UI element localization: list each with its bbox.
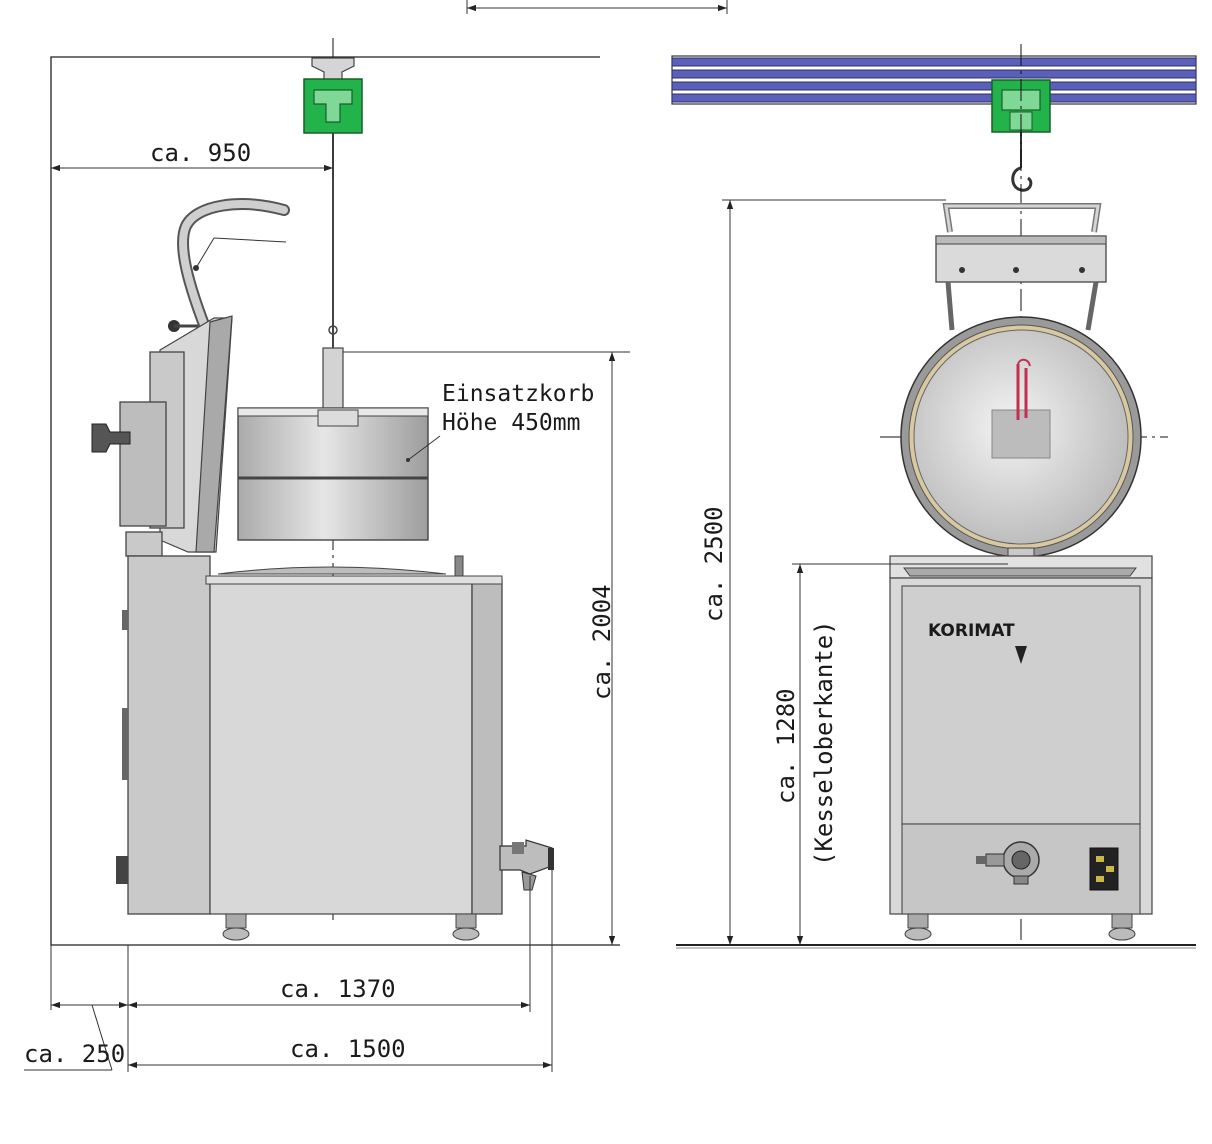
green-trolley-icon	[303, 57, 363, 134]
dim-1280-note: (Kesseloberkante)	[810, 620, 838, 866]
dim-2500: ca. 2500	[700, 199, 946, 945]
dim-1280-label: ca. 1280	[772, 688, 800, 804]
kettle-lid	[900, 316, 1142, 577]
basket-label-line1: Einsatzkorb	[442, 381, 594, 407]
kettle-body-side	[116, 555, 554, 941]
dim-950: ca. 950	[51, 133, 334, 178]
brand-label: KORIMAT	[928, 621, 1015, 641]
crane-hook-icon	[1011, 132, 1033, 192]
dim-1370-label: ca. 1370	[280, 975, 396, 1003]
kettle-body-front: KORIMAT	[889, 555, 1153, 941]
dim-1500: ca. 1500	[128, 870, 553, 1072]
side-view: Einsatzkorb Höhe 450mm	[24, 38, 630, 1072]
insert-basket	[237, 407, 429, 541]
dim-1280: ca. 1280 (Kesseloberkante)	[772, 563, 1008, 945]
dim-250: ca. 250	[24, 1001, 128, 1071]
dim-2004: ca. 2004	[343, 351, 630, 945]
top-dimension-fragment	[466, 0, 728, 14]
lid-assembly	[91, 198, 290, 557]
dim-1500-label: ca. 1500	[290, 1035, 406, 1063]
basket-label-line2: Höhe 450mm	[442, 410, 580, 436]
ceiling-rail	[671, 55, 1197, 105]
dim-950-label: ca. 950	[150, 139, 251, 167]
dim-250-label: ca. 250	[24, 1040, 125, 1068]
dim-2500-label: ca. 2500	[700, 506, 728, 622]
lid-frame	[935, 203, 1107, 331]
front-view: KORIMAT ca. 2500	[671, 44, 1197, 949]
dim-2004-label: ca. 2004	[588, 584, 616, 700]
room-outline	[50, 56, 620, 946]
dim-1370: ca. 1370	[128, 876, 531, 1012]
